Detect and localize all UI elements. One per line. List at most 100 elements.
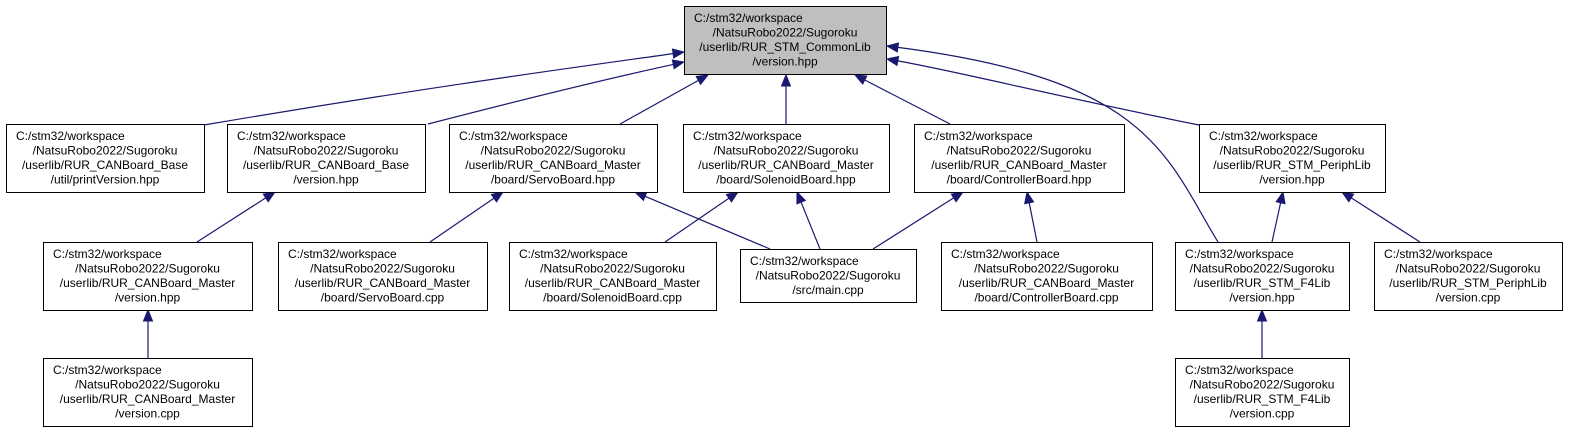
node-label-line: C:/stm32/workspace (1185, 247, 1294, 261)
node-label-line: /NatsuRobo2022/Sugoroku (1190, 262, 1335, 276)
node-label-line: /userlib/RUR_STM_PeriphLib (1213, 158, 1371, 172)
file-node-n_base_printversion[interactable]: C:/stm32/workspace/NatsuRobo2022/Sugorok… (6, 124, 205, 193)
file-node-n_main_cpp[interactable]: C:/stm32/workspace/NatsuRobo2022/Sugorok… (740, 249, 917, 303)
node-label-line: /userlib/RUR_CANBoard_Master (295, 276, 470, 290)
node-label-line: /version.hpp (115, 291, 181, 305)
node-label-line: C:/stm32/workspace (924, 129, 1033, 143)
node-label-line: C:/stm32/workspace (519, 247, 628, 261)
node-label-line: /userlib/RUR_CANBoard_Master (60, 276, 235, 290)
node-label-line: C:/stm32/workspace (53, 363, 162, 377)
node-box (740, 249, 917, 303)
edge-n_base_printversion-to-root (203, 48, 686, 126)
file-node-n_periph_version_hpp[interactable]: C:/stm32/workspace/NatsuRobo2022/Sugorok… (1199, 124, 1386, 193)
node-label-line: /board/ServoBoard.hpp (491, 173, 615, 187)
node-label-line: /NatsuRobo2022/Sugoroku (33, 144, 178, 158)
edge-n_master_version_hpp-to-n_base_version (196, 191, 277, 243)
edge-line (427, 63, 674, 125)
file-node-n_master_controller_cpp[interactable]: C:/stm32/workspace/NatsuRobo2022/Sugorok… (941, 242, 1153, 311)
node-label-line: /version.hpp (293, 173, 359, 187)
arrowhead (1024, 190, 1035, 205)
node-label-line: /NatsuRobo2022/Sugoroku (481, 144, 626, 158)
node-box (43, 242, 253, 311)
file-node-n_master_controller_hpp[interactable]: C:/stm32/workspace/NatsuRobo2022/Sugorok… (914, 124, 1125, 193)
edge-n_master_solenoid_hpp-to-root (780, 73, 792, 124)
node-label-line: /NatsuRobo2022/Sugoroku (756, 268, 901, 282)
node-label-line: C:/stm32/workspace (237, 129, 346, 143)
edge-line (619, 79, 699, 125)
file-node-n_master_version_hpp[interactable]: C:/stm32/workspace/NatsuRobo2022/Sugorok… (43, 242, 253, 311)
node-label-line: /board/ControllerBoard.cpp (974, 291, 1118, 305)
node-label-line: C:/stm32/workspace (53, 247, 162, 261)
node-label-line: /version.hpp (1229, 291, 1295, 305)
node-label-line: /version.hpp (1259, 173, 1325, 187)
arrowhead (885, 55, 900, 67)
edge-line (644, 195, 771, 250)
arrowhead (262, 191, 277, 203)
file-node-n_master_solenoid_hpp[interactable]: C:/stm32/workspace/NatsuRobo2022/Sugorok… (683, 124, 890, 193)
node-box (1374, 242, 1563, 311)
file-node-n_master_solenoid_cpp[interactable]: C:/stm32/workspace/NatsuRobo2022/Sugorok… (509, 242, 717, 311)
node-label-line: /userlib/RUR_STM_CommonLib (699, 40, 871, 54)
edge-n_master_version_cpp-to-n_master_version_hpp (142, 308, 154, 358)
node-label-line: /userlib/RUR_STM_F4Lib (1194, 392, 1331, 406)
file-node-n_base_version[interactable]: C:/stm32/workspace/NatsuRobo2022/Sugorok… (227, 124, 426, 193)
node-label-line: C:/stm32/workspace (288, 247, 397, 261)
edge-n_master_controller_hpp-to-root (853, 74, 951, 125)
node-label-line: /NatsuRobo2022/Sugoroku (540, 262, 685, 276)
node-box (43, 358, 253, 427)
edge-line (1271, 202, 1282, 243)
arrowhead (1275, 190, 1286, 205)
arrowhead (950, 191, 965, 203)
node-box (1175, 358, 1350, 427)
node-label-line: C:/stm32/workspace (693, 129, 802, 143)
node-box (1175, 242, 1350, 311)
file-node-n_periph_version_cpp[interactable]: C:/stm32/workspace/NatsuRobo2022/Sugorok… (1374, 242, 1563, 311)
arrowhead (142, 308, 154, 322)
edge-line (429, 197, 495, 243)
node-box (449, 124, 658, 193)
edge-n_main_cpp-to-n_master_servo_hpp (633, 191, 771, 250)
node-label-line: /version.cpp (1436, 291, 1501, 305)
node-box (1199, 124, 1386, 193)
node-label-line: C:/stm32/workspace (16, 129, 125, 143)
node-label-line: C:/stm32/workspace (750, 254, 859, 268)
node-label-line: /userlib/RUR_CANBoard_Master (60, 392, 235, 406)
node-label-line: C:/stm32/workspace (1384, 247, 1493, 261)
edge-line (203, 53, 674, 126)
node-label-line: /userlib/RUR_STM_F4Lib (1194, 276, 1331, 290)
node-box (684, 6, 887, 75)
node-label-line: /version.cpp (1230, 407, 1295, 421)
node-label-line: C:/stm32/workspace (951, 247, 1060, 261)
edge-line (864, 79, 951, 125)
node-label-line: C:/stm32/workspace (694, 11, 803, 25)
node-label-line: /NatsuRobo2022/Sugoroku (1190, 378, 1335, 392)
node-label-line: /userlib/RUR_CANBoard_Master (931, 158, 1106, 172)
node-box (941, 242, 1153, 311)
file-node-n_f4_version_hpp[interactable]: C:/stm32/workspace/NatsuRobo2022/Sugorok… (1175, 242, 1350, 311)
edge-line (196, 197, 267, 243)
edge-n_periph_version_cpp-to-n_periph_version_hpp (1340, 191, 1421, 243)
file-node-n_master_servo_hpp[interactable]: C:/stm32/workspace/NatsuRobo2022/Sugorok… (449, 124, 658, 193)
arrowhead (796, 190, 807, 205)
nodes-layer: C:/stm32/workspace/NatsuRobo2022/Sugorok… (6, 6, 1563, 427)
node-label-line: /NatsuRobo2022/Sugoroku (713, 26, 858, 40)
edge-n_master_solenoid_cpp-to-n_master_solenoid_hpp (664, 191, 740, 243)
node-label-line: /userlib/RUR_CANBoard_Master (698, 158, 873, 172)
arrowhead (725, 191, 740, 203)
node-label-line: /version.hpp (752, 55, 818, 69)
file-node-n_f4_version_cpp[interactable]: C:/stm32/workspace/NatsuRobo2022/Sugorok… (1175, 358, 1350, 427)
node-label-line: /NatsuRobo2022/Sugoroku (947, 144, 1092, 158)
file-node-n_master_servo_cpp[interactable]: C:/stm32/workspace/NatsuRobo2022/Sugorok… (278, 242, 488, 311)
node-box (509, 242, 717, 311)
edge-line (1350, 197, 1421, 243)
arrowhead (1256, 308, 1268, 322)
edge-line (664, 197, 730, 243)
edge-line (872, 197, 955, 250)
node-label-line: /NatsuRobo2022/Sugoroku (974, 262, 1119, 276)
node-label-line: /userlib/RUR_CANBoard_Base (243, 158, 409, 172)
file-node-root[interactable]: C:/stm32/workspace/NatsuRobo2022/Sugorok… (684, 6, 887, 75)
file-node-n_master_version_cpp[interactable]: C:/stm32/workspace/NatsuRobo2022/Sugorok… (43, 358, 253, 427)
node-label-line: /NatsuRobo2022/Sugoroku (75, 378, 220, 392)
edge-line (800, 201, 821, 250)
